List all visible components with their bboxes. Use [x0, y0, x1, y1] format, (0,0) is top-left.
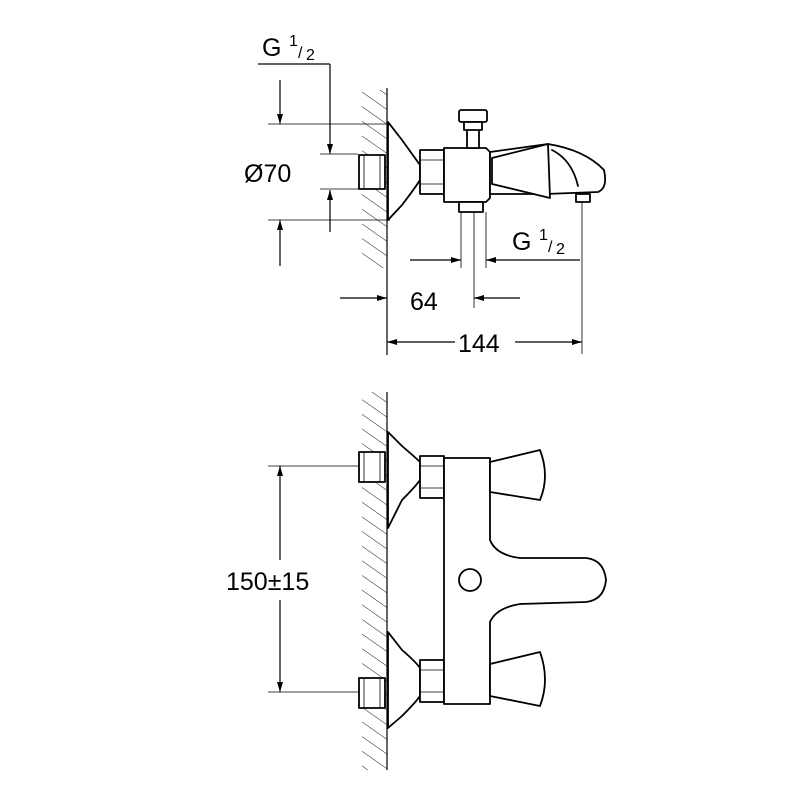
side-view: G 1 / 2 Ø70 G 1 / 2 64 144 [244, 33, 607, 358]
thread-bottom-numerator: 1 [539, 227, 548, 244]
front-lower-connector [358, 677, 386, 709]
side-hex-nut [419, 149, 445, 195]
front-lower-s-union [387, 631, 421, 729]
thread-top-numerator: 1 [289, 33, 298, 50]
wall-hatching-bottom [362, 392, 387, 770]
depth-total-label: 144 [458, 330, 500, 358]
side-mixer-body [443, 147, 491, 203]
side-connector-nut [358, 154, 386, 190]
side-bottom-outlet [458, 201, 484, 213]
front-outlet-hole [458, 568, 482, 592]
thread-top-denominator: 2 [306, 47, 315, 64]
thread-top-fraction-slash: / [298, 45, 303, 62]
front-upper-hex-nut [419, 455, 445, 499]
depth-small-label: 64 [410, 288, 438, 316]
thread-top-label: G [262, 34, 281, 62]
side-diverter-knob [458, 109, 488, 123]
front-upper-handle [489, 449, 546, 501]
diameter-label: Ø70 [244, 160, 291, 188]
thread-bottom-label: G [512, 228, 531, 256]
side-handle [491, 143, 551, 199]
front-lower-handle [489, 651, 546, 707]
front-upper-s-union [387, 431, 421, 529]
side-spout-outlet [575, 193, 591, 203]
side-s-union [387, 121, 421, 221]
thread-bottom-fraction-slash: / [548, 239, 553, 256]
side-diverter-stem [466, 127, 480, 149]
thread-bottom-denominator: 2 [556, 241, 565, 258]
front-mixer-body [443, 457, 607, 705]
front-lower-hex-nut [419, 659, 445, 703]
front-view: 150±15 [226, 392, 607, 770]
centre-distance-label: 150±15 [226, 568, 309, 596]
front-upper-connector [358, 451, 386, 483]
